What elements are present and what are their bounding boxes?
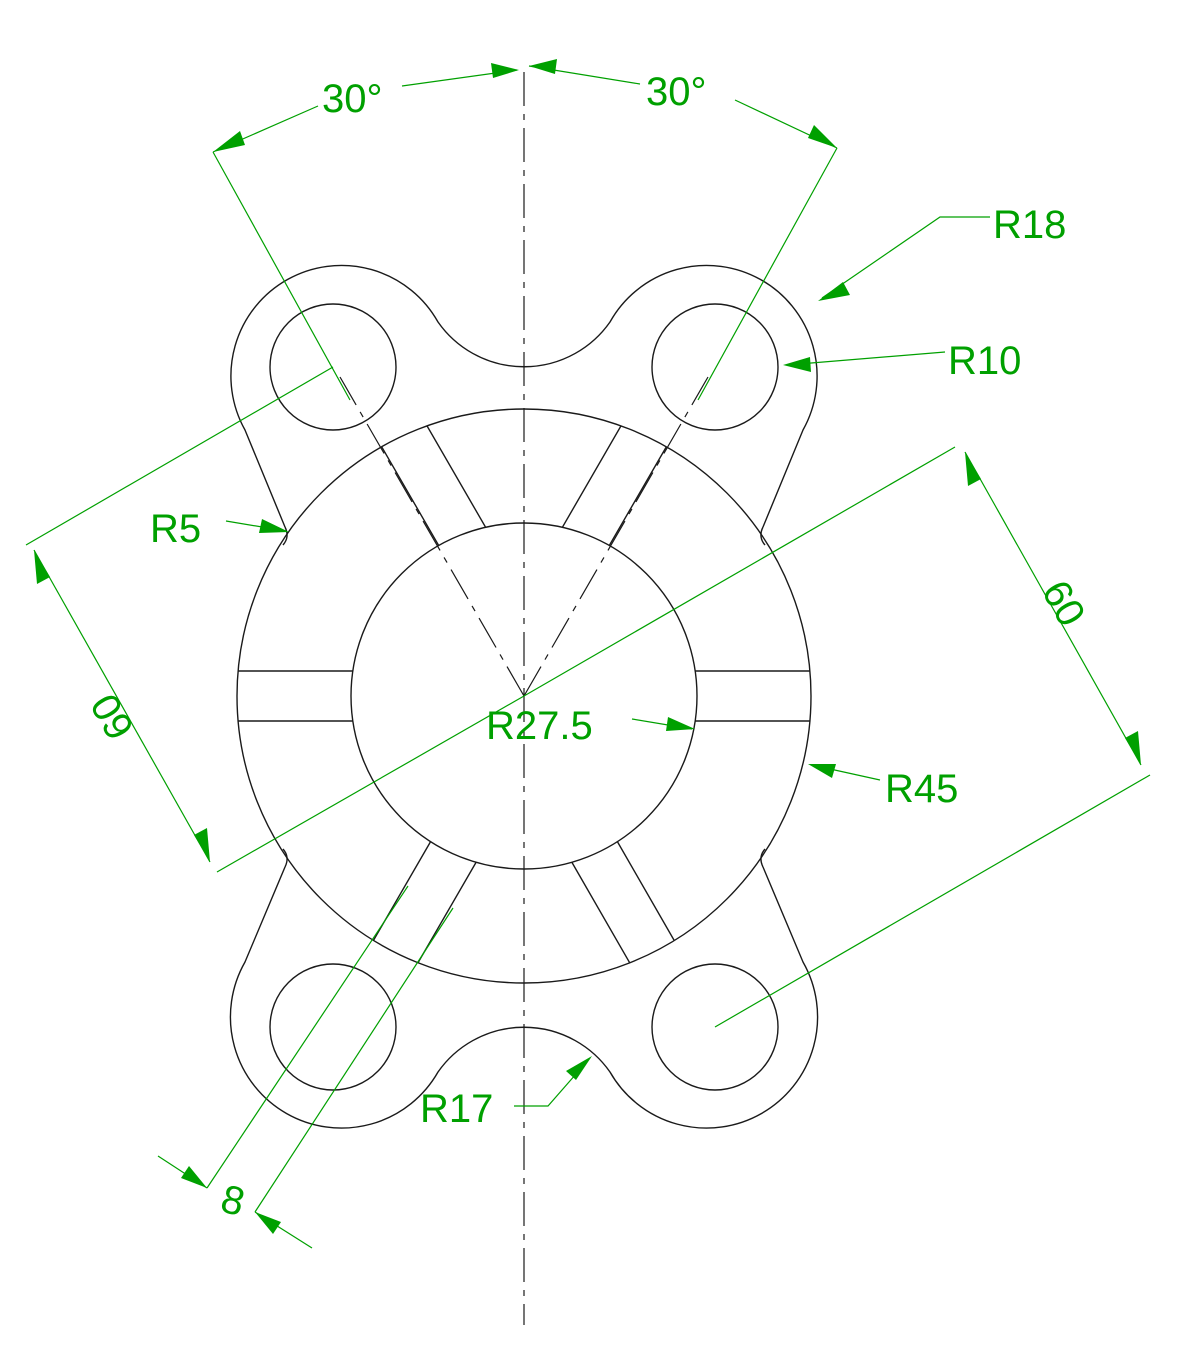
radius-label-r18: R18	[993, 203, 1066, 247]
slot-width-label: 8	[216, 1177, 249, 1225]
radius-label-r10: R10	[948, 339, 1021, 383]
hole-bottom-left	[269, 963, 397, 1091]
centerline-30-right	[523, 376, 709, 697]
angle-label-left: 30°	[322, 77, 383, 121]
hole-top-left	[269, 303, 397, 431]
radius-label-r5: R5	[150, 507, 201, 551]
radius-label-r17: R17	[420, 1087, 493, 1131]
radius-label-r27-5: R27.5	[486, 704, 593, 748]
angle-label-right: 30°	[646, 70, 707, 114]
centerline-30-left	[339, 376, 525, 697]
fillet-upper-right	[760, 526, 766, 546]
fillet-upper-left	[282, 526, 288, 546]
distance-label-right: 60	[1033, 573, 1093, 634]
hole-bottom-right	[651, 963, 779, 1091]
hole-top-right	[651, 303, 779, 431]
radial-slots	[237, 409, 811, 983]
distance-label-left: 60	[83, 686, 143, 747]
dimension-lines	[25, 59, 1151, 1249]
dimension-labels: 30° 30° R18 R10 R5 60 60 R27.5 R45 R17 8	[83, 70, 1094, 1225]
radius-label-r45: R45	[885, 767, 958, 811]
center-lines	[339, 72, 709, 1325]
